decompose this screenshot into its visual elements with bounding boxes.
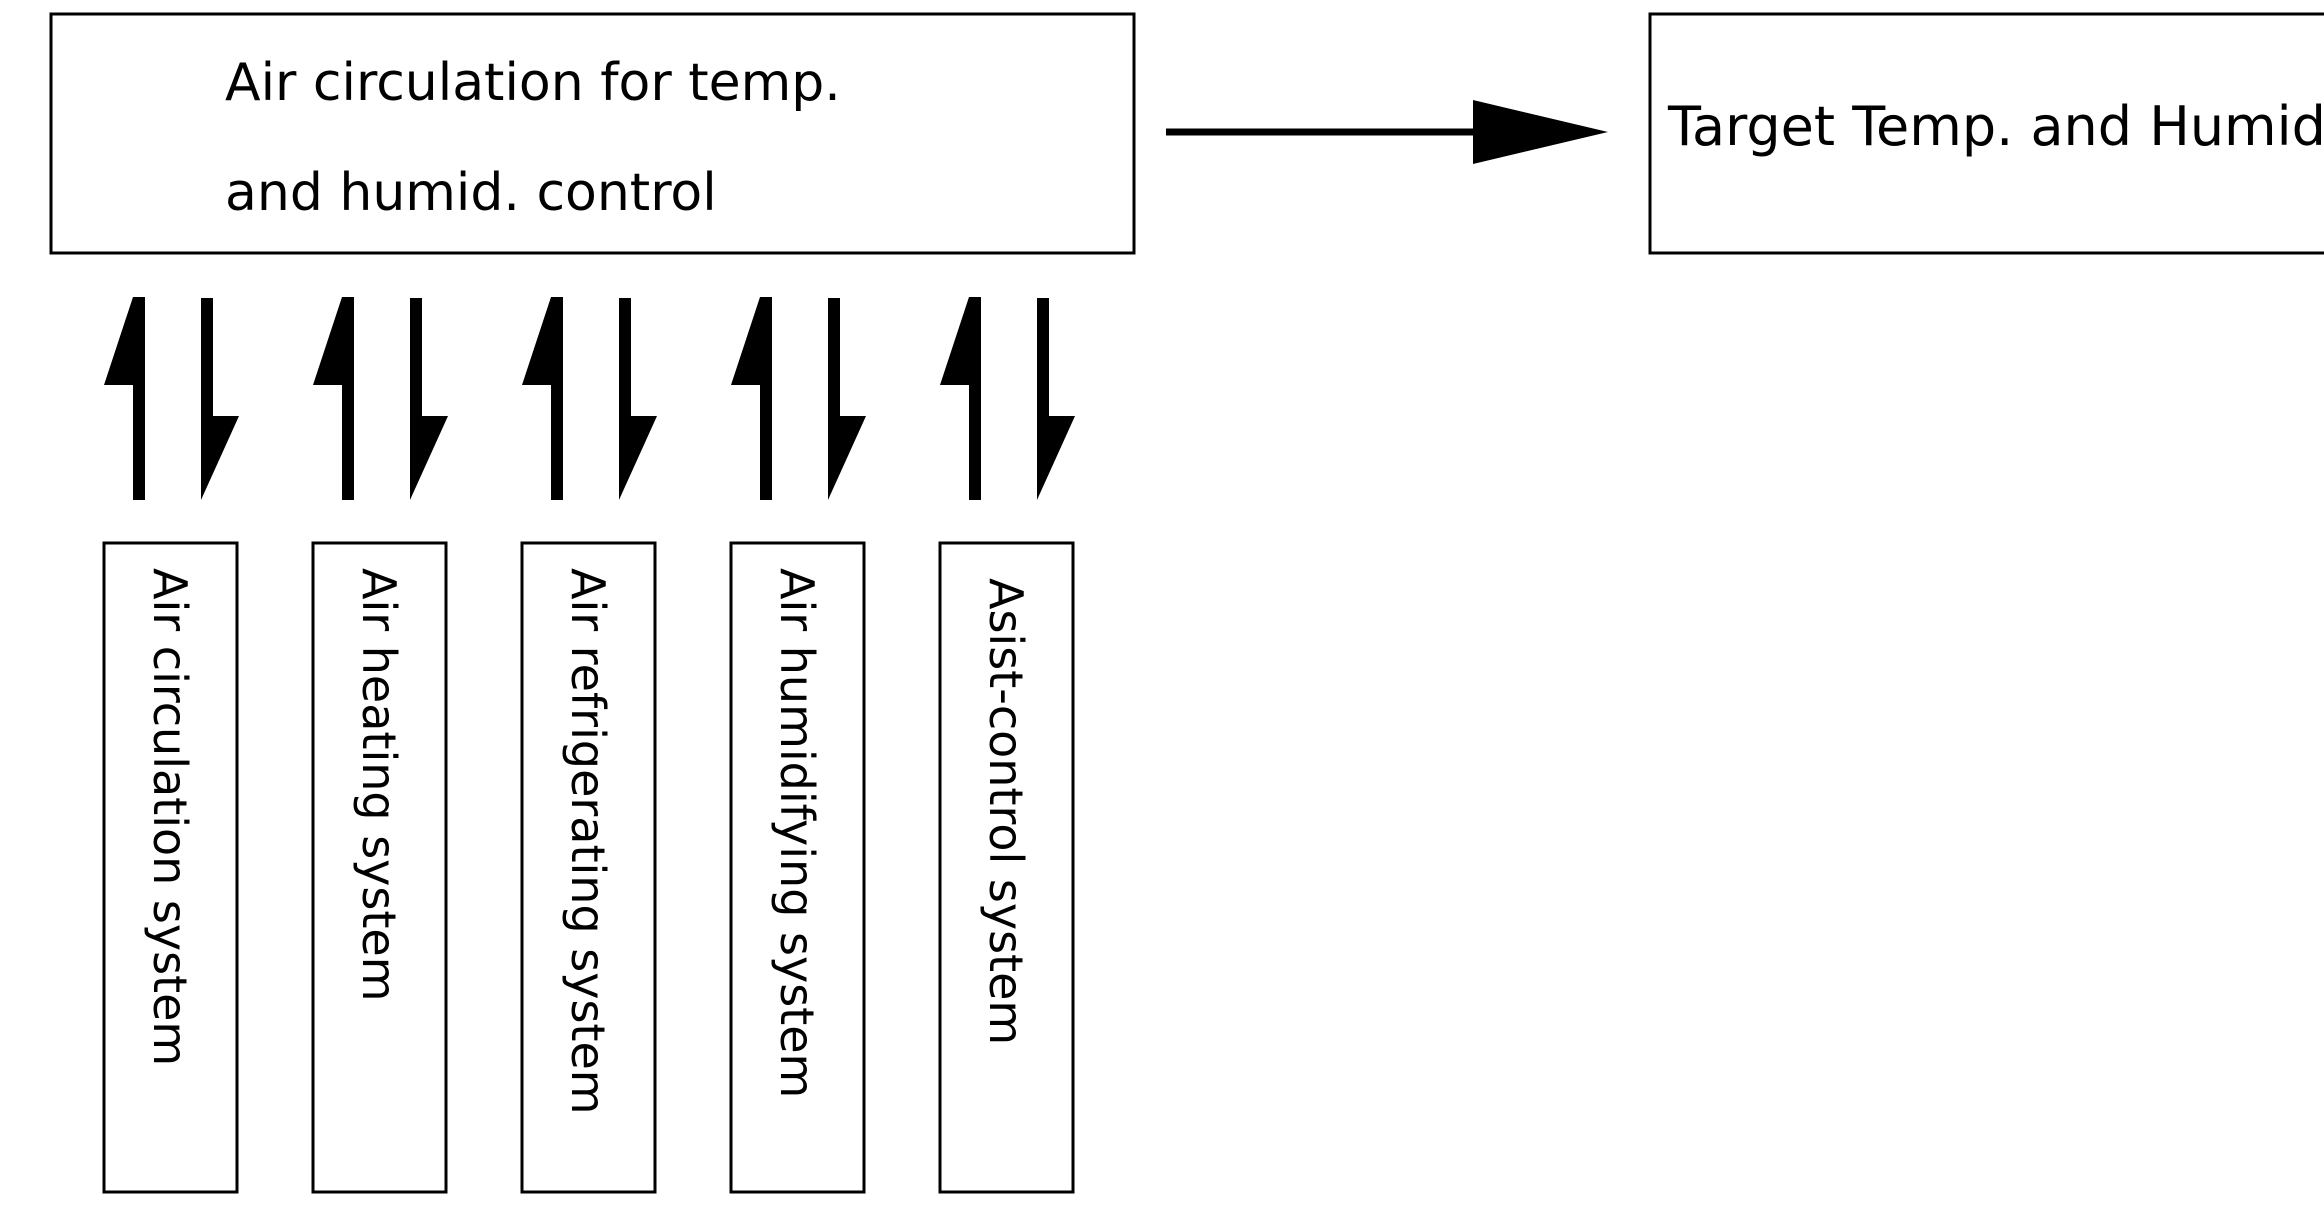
up-arrow-4 [731, 297, 772, 500]
main-box-frame [49, 12, 1136, 255]
system-label-air-humidifying: Air humidifying system [770, 568, 824, 1098]
down-arrow-5 [1037, 298, 1075, 500]
target-box-label: Target Temp. and Humid. [1667, 95, 2324, 158]
system-label-air-circulation: Air circulation system [143, 568, 197, 1066]
up-arrow-1 [104, 297, 145, 500]
arrow-pair-5 [940, 297, 1075, 500]
system-box-frame [311, 541, 448, 1194]
system-box-frame [520, 541, 657, 1194]
to-target-arrow-head [1473, 100, 1608, 164]
system-label-asist-control: Asist-control system [979, 578, 1033, 1045]
target-box-frame [1648, 12, 2324, 255]
up-arrow-2 [313, 297, 354, 500]
down-arrow-2 [410, 298, 448, 500]
main-control-box: Air circulation for temp. and humid. con… [49, 12, 1136, 255]
down-arrow-4 [828, 298, 866, 500]
arrow-pair-2 [313, 297, 448, 500]
main-box-line2: and humid. control [225, 163, 717, 223]
up-arrow-3 [522, 297, 563, 500]
arrow-pair-3 [522, 297, 657, 500]
arrow-pair-4 [731, 297, 866, 500]
system-box-air-circulation: Air circulation system [102, 541, 239, 1194]
main-box-line1: Air circulation for temp. [225, 53, 841, 113]
system-box-asist-control: Asist-control system [938, 541, 1075, 1194]
system-box-frame [102, 541, 239, 1194]
target-box: Target Temp. and Humid. [1648, 12, 2324, 255]
down-arrow-3 [619, 298, 657, 500]
system-label-air-refrigerating: Air refrigerating system [561, 568, 615, 1115]
system-box-air-humidifying: Air humidifying system [729, 541, 866, 1194]
down-arrow-1 [201, 298, 239, 500]
system-box-frame [729, 541, 866, 1194]
to-target-arrow [1166, 100, 1608, 164]
arrow-pair-1 [104, 297, 239, 500]
system-box-frame [938, 541, 1075, 1194]
system-label-air-heating: Air heating system [352, 568, 406, 1002]
system-box-air-heating: Air heating system [311, 541, 448, 1194]
up-arrow-5 [940, 297, 981, 500]
system-box-air-refrigerating: Air refrigerating system [520, 541, 657, 1194]
